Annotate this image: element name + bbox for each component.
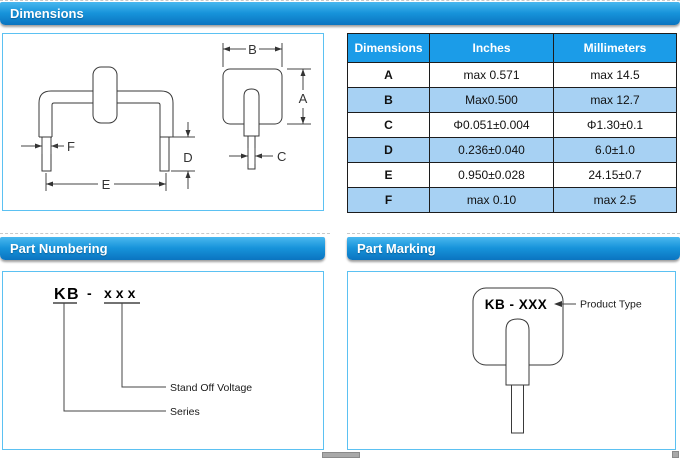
col-header-inches: Inches: [429, 33, 554, 63]
component-body-front: [92, 66, 118, 124]
cell-dim: E: [347, 162, 430, 188]
cell-mm: 6.0±1.0: [553, 137, 677, 163]
dimensions-technical-drawing: F D: [21, 42, 311, 192]
cell-inches: max 0.10: [429, 187, 554, 213]
front-view-drawing: F D: [21, 66, 195, 192]
part-code-prefix: KB: [54, 286, 80, 303]
dim-b: B: [222, 42, 283, 67]
cell-inches: Max0.500: [429, 87, 554, 113]
table-row: C Φ0.051±0.004 Φ1.30±0.1: [347, 112, 677, 138]
cell-dim: C: [347, 112, 430, 138]
dimensions-drawing-panel: F D: [2, 33, 324, 211]
cell-inches: Φ0.051±0.004: [429, 112, 554, 138]
lead-wire: [511, 384, 524, 434]
table-row: F max 0.10 max 2.5: [347, 187, 677, 213]
dim-label-d: D: [183, 150, 192, 165]
dimensions-table: Dimensions Inches Millimeters A max 0.57…: [347, 33, 677, 213]
cell-inches: 0.236±0.040: [429, 137, 554, 163]
dim-c: C: [229, 148, 286, 164]
callout-line-stand-off-voltage: [121, 303, 166, 388]
dim-d: D: [171, 122, 195, 189]
part-marking-panel: KB - XXX Product Type: [347, 271, 676, 450]
table-header-row: Dimensions Inches Millimeters: [347, 33, 677, 63]
part-numbering-diagram: KB - xxx Stand Off Voltage Series: [53, 285, 252, 418]
side-view-drawing: B A: [222, 42, 311, 170]
part-code-suffix: xxx: [104, 285, 139, 301]
table-row: E 0.950±0.028 24.15±0.7: [347, 162, 677, 188]
cell-dim: D: [347, 137, 430, 163]
lead-tab: [505, 318, 530, 386]
section-boundary-dash-right: [347, 233, 680, 234]
dim-f: F: [21, 138, 75, 154]
dim-label-b: B: [248, 42, 257, 57]
callout-line-series: [63, 303, 166, 412]
table-row: A max 0.571 max 14.5: [347, 62, 677, 88]
horizontal-scrollbar-thumb[interactable]: [322, 452, 360, 458]
dim-label-e: E: [102, 177, 111, 192]
stand-off-voltage-label: Stand Off Voltage: [170, 382, 252, 394]
cell-mm: 24.15±0.7: [553, 162, 677, 188]
scrollbar-corner-handle[interactable]: [672, 451, 679, 458]
dim-e: E: [45, 173, 167, 192]
cell-inches: max 0.571: [429, 62, 554, 88]
cell-dim: F: [347, 187, 430, 213]
section-title: Dimensions: [10, 6, 84, 21]
cell-inches: 0.950±0.028: [429, 162, 554, 188]
page-boundary-dash-top: [0, 0, 680, 1]
cell-mm: max 2.5: [553, 187, 677, 213]
col-header-dimensions: Dimensions: [347, 33, 430, 63]
part-numbering-panel: KB - xxx Stand Off Voltage Series: [2, 271, 324, 450]
table-row: D 0.236±0.040 6.0±1.0: [347, 137, 677, 163]
marking-text: KB - XXX: [485, 297, 548, 312]
section-header-dimensions: Dimensions: [0, 2, 680, 25]
dim-a: A: [287, 68, 311, 125]
part-marking-diagram: KB - XXX Product Type: [472, 287, 642, 434]
product-type-arrowhead: [554, 301, 562, 307]
part-code-separator: -: [87, 285, 92, 301]
section-title: Part Numbering: [10, 241, 108, 256]
dim-label-c: C: [277, 149, 286, 164]
product-type-label: Product Type: [580, 299, 642, 311]
cell-mm: Φ1.30±0.1: [553, 112, 677, 138]
dim-label-a: A: [299, 91, 308, 106]
dim-label-f: F: [67, 139, 75, 154]
section-header-part-numbering: Part Numbering: [0, 237, 325, 260]
cell-dim: B: [347, 87, 430, 113]
table-row: B Max0.500 max 12.7: [347, 87, 677, 113]
cell-dim: A: [347, 62, 430, 88]
section-header-part-marking: Part Marking: [347, 237, 680, 260]
section-boundary-dash-left: [0, 233, 330, 234]
series-label: Series: [170, 406, 200, 418]
cell-mm: max 12.7: [553, 87, 677, 113]
section-title: Part Marking: [357, 241, 436, 256]
cell-mm: max 14.5: [553, 62, 677, 88]
col-header-millimeters: Millimeters: [553, 33, 677, 63]
